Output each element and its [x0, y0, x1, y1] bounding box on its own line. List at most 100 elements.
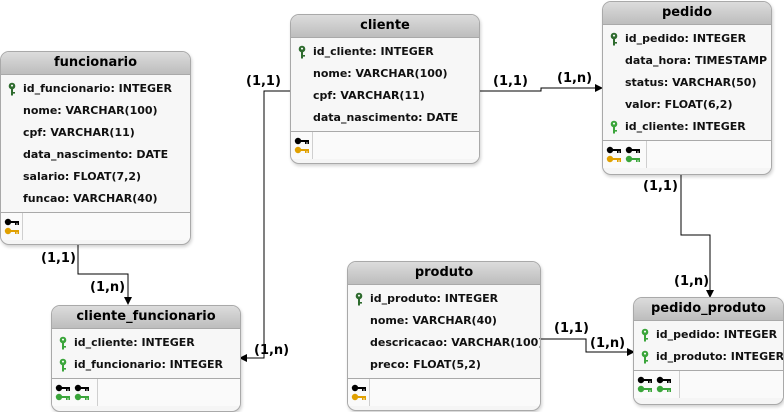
line-cliente-cliente-funcionario: [239, 90, 290, 362]
foreign-key-icon: [57, 358, 69, 372]
attribute-row[interactable]: id_funcionario: INTEGER: [1, 78, 190, 100]
attribute-row[interactable]: id_produto: INTEGER: [634, 346, 783, 368]
attribute-row[interactable]: data_hora: TIMESTAMP: [603, 50, 771, 72]
primary-key-icon: [296, 45, 308, 59]
table-cliente[interactable]: cliente id_cliente: INTEGER nome: VARCHAR(…: [290, 14, 480, 164]
attribute-row[interactable]: data_nascimento: DATE: [1, 144, 190, 166]
line-funcionario-cliente-funcionario: [77, 244, 132, 305]
primary-key-icon: [6, 82, 18, 96]
attribute-label: id_pedido: INTEGER: [656, 328, 778, 341]
attribute-label: salario: FLOAT(7,2): [23, 170, 142, 183]
index-key-icon: [625, 146, 640, 153]
attribute-label: valor: FLOAT(6,2): [625, 98, 733, 111]
attribute-row[interactable]: cpf: VARCHAR(11): [1, 122, 190, 144]
attribute-row[interactable]: nome: VARCHAR(40): [348, 310, 540, 332]
index-footer: [348, 378, 540, 406]
attribute-label: status: VARCHAR(50): [625, 76, 757, 89]
attribute-row[interactable]: descricacao: VARCHAR(100): [348, 332, 540, 354]
attribute-row[interactable]: id_cliente: INTEGER: [52, 332, 240, 354]
foreign-key-icon: [639, 350, 651, 364]
attribute-row[interactable]: id_produto: INTEGER: [348, 288, 540, 310]
table-title: cliente: [291, 15, 479, 38]
primary-key-icon: [8, 82, 16, 96]
attribute-list: id_cliente: INTEGER nome: VARCHAR(100) cpf…: [291, 38, 479, 131]
attribute-label: id_cliente: INTEGER: [74, 336, 195, 349]
attribute-row[interactable]: id_pedido: INTEGER: [634, 324, 783, 346]
attribute-row[interactable]: valor: FLOAT(6,2): [603, 94, 771, 116]
index-footer: [603, 140, 771, 168]
foreign-key-icon: [57, 336, 69, 350]
primary-key-icon: [298, 45, 306, 59]
attribute-row[interactable]: funcao: VARCHAR(40): [1, 188, 190, 210]
primary-key-icon: [610, 32, 618, 46]
attribute-row[interactable]: id_cliente: INTEGER: [603, 116, 771, 138]
index-icons: [603, 141, 647, 168]
index-footer: [1, 212, 190, 240]
index-key-icon: [351, 393, 366, 400]
attribute-label: preco: FLOAT(5,2): [370, 358, 481, 371]
attribute-row[interactable]: data_nascimento: DATE: [291, 107, 479, 129]
foreign-key-icon: [641, 328, 649, 342]
attribute-row[interactable]: id_cliente: INTEGER: [291, 41, 479, 63]
attribute-list: id_produto: INTEGER nome: VARCHAR(40) desc…: [348, 285, 540, 378]
index-key-icon: [656, 376, 671, 383]
table-pedido-produto[interactable]: pedido_produto id_pedido: INTEGER id_produ…: [633, 297, 784, 405]
attribute-label: id_funcionario: INTEGER: [23, 82, 173, 95]
primary-key-icon: [353, 292, 365, 306]
index-footer: [634, 370, 783, 398]
attribute-label: cpf: VARCHAR(11): [23, 126, 135, 139]
foreign-key-icon: [639, 328, 651, 342]
index-footer: [291, 131, 479, 159]
table-title: produto: [348, 262, 540, 285]
index-footer: [52, 378, 240, 406]
index-icons: [1, 213, 23, 240]
cardinality-label: (1,n): [674, 274, 710, 289]
attribute-label: id_produto: INTEGER: [656, 350, 784, 363]
index-key-icon: [294, 146, 309, 153]
cardinality-label: (1,1): [246, 74, 281, 89]
table-title: pedido_produto: [634, 298, 783, 321]
attribute-label: nome: VARCHAR(100): [313, 67, 448, 80]
table-funcionario[interactable]: funcionario id_funcionario: INTEGER nome: …: [0, 51, 191, 245]
index-icons: [291, 132, 313, 159]
attribute-row[interactable]: nome: VARCHAR(100): [1, 100, 190, 122]
attribute-row[interactable]: cpf: VARCHAR(11): [291, 85, 479, 107]
foreign-key-icon: [59, 358, 67, 372]
table-title: cliente_funcionario: [52, 306, 240, 329]
cardinality-label: (1,1): [554, 321, 589, 336]
index-key-icon: [637, 376, 652, 383]
index-key-icon: [606, 146, 621, 153]
cardinality-label: (1,n): [254, 343, 290, 358]
cardinality-label: (1,1): [643, 179, 678, 194]
attribute-row[interactable]: id_funcionario: INTEGER: [52, 354, 240, 376]
attribute-label: nome: VARCHAR(40): [370, 314, 497, 327]
index-key-icon: [74, 393, 89, 400]
attribute-row[interactable]: id_pedido: INTEGER: [603, 28, 771, 50]
table-title: funcionario: [1, 52, 190, 75]
attribute-label: funcao: VARCHAR(40): [23, 192, 158, 205]
foreign-key-icon: [610, 120, 618, 134]
attribute-row[interactable]: salario: FLOAT(7,2): [1, 166, 190, 188]
index-key-icon: [4, 218, 19, 225]
attribute-label: id_funcionario: INTEGER: [74, 358, 224, 371]
primary-key-icon: [355, 292, 363, 306]
attribute-label: id_cliente: INTEGER: [313, 45, 434, 58]
cardinality-label: (1,1): [493, 74, 528, 89]
cardinality-label: (1,n): [90, 280, 126, 295]
foreign-key-icon: [641, 350, 649, 364]
attribute-row[interactable]: preco: FLOAT(5,2): [348, 354, 540, 376]
index-key-icon: [74, 384, 89, 391]
cardinality-label: (1,n): [590, 336, 626, 351]
table-produto[interactable]: produto id_produto: INTEGER nome: VARCHAR(…: [347, 261, 541, 411]
table-title: pedido: [603, 2, 771, 25]
foreign-key-icon: [608, 120, 620, 134]
attribute-list: id_pedido: INTEGER id_produto: INTEGER: [634, 321, 783, 370]
attribute-list: id_cliente: INTEGER id_funcionario: INTEG…: [52, 329, 240, 378]
index-key-icon: [656, 385, 671, 392]
attribute-row[interactable]: nome: VARCHAR(100): [291, 63, 479, 85]
attribute-row[interactable]: status: VARCHAR(50): [603, 72, 771, 94]
